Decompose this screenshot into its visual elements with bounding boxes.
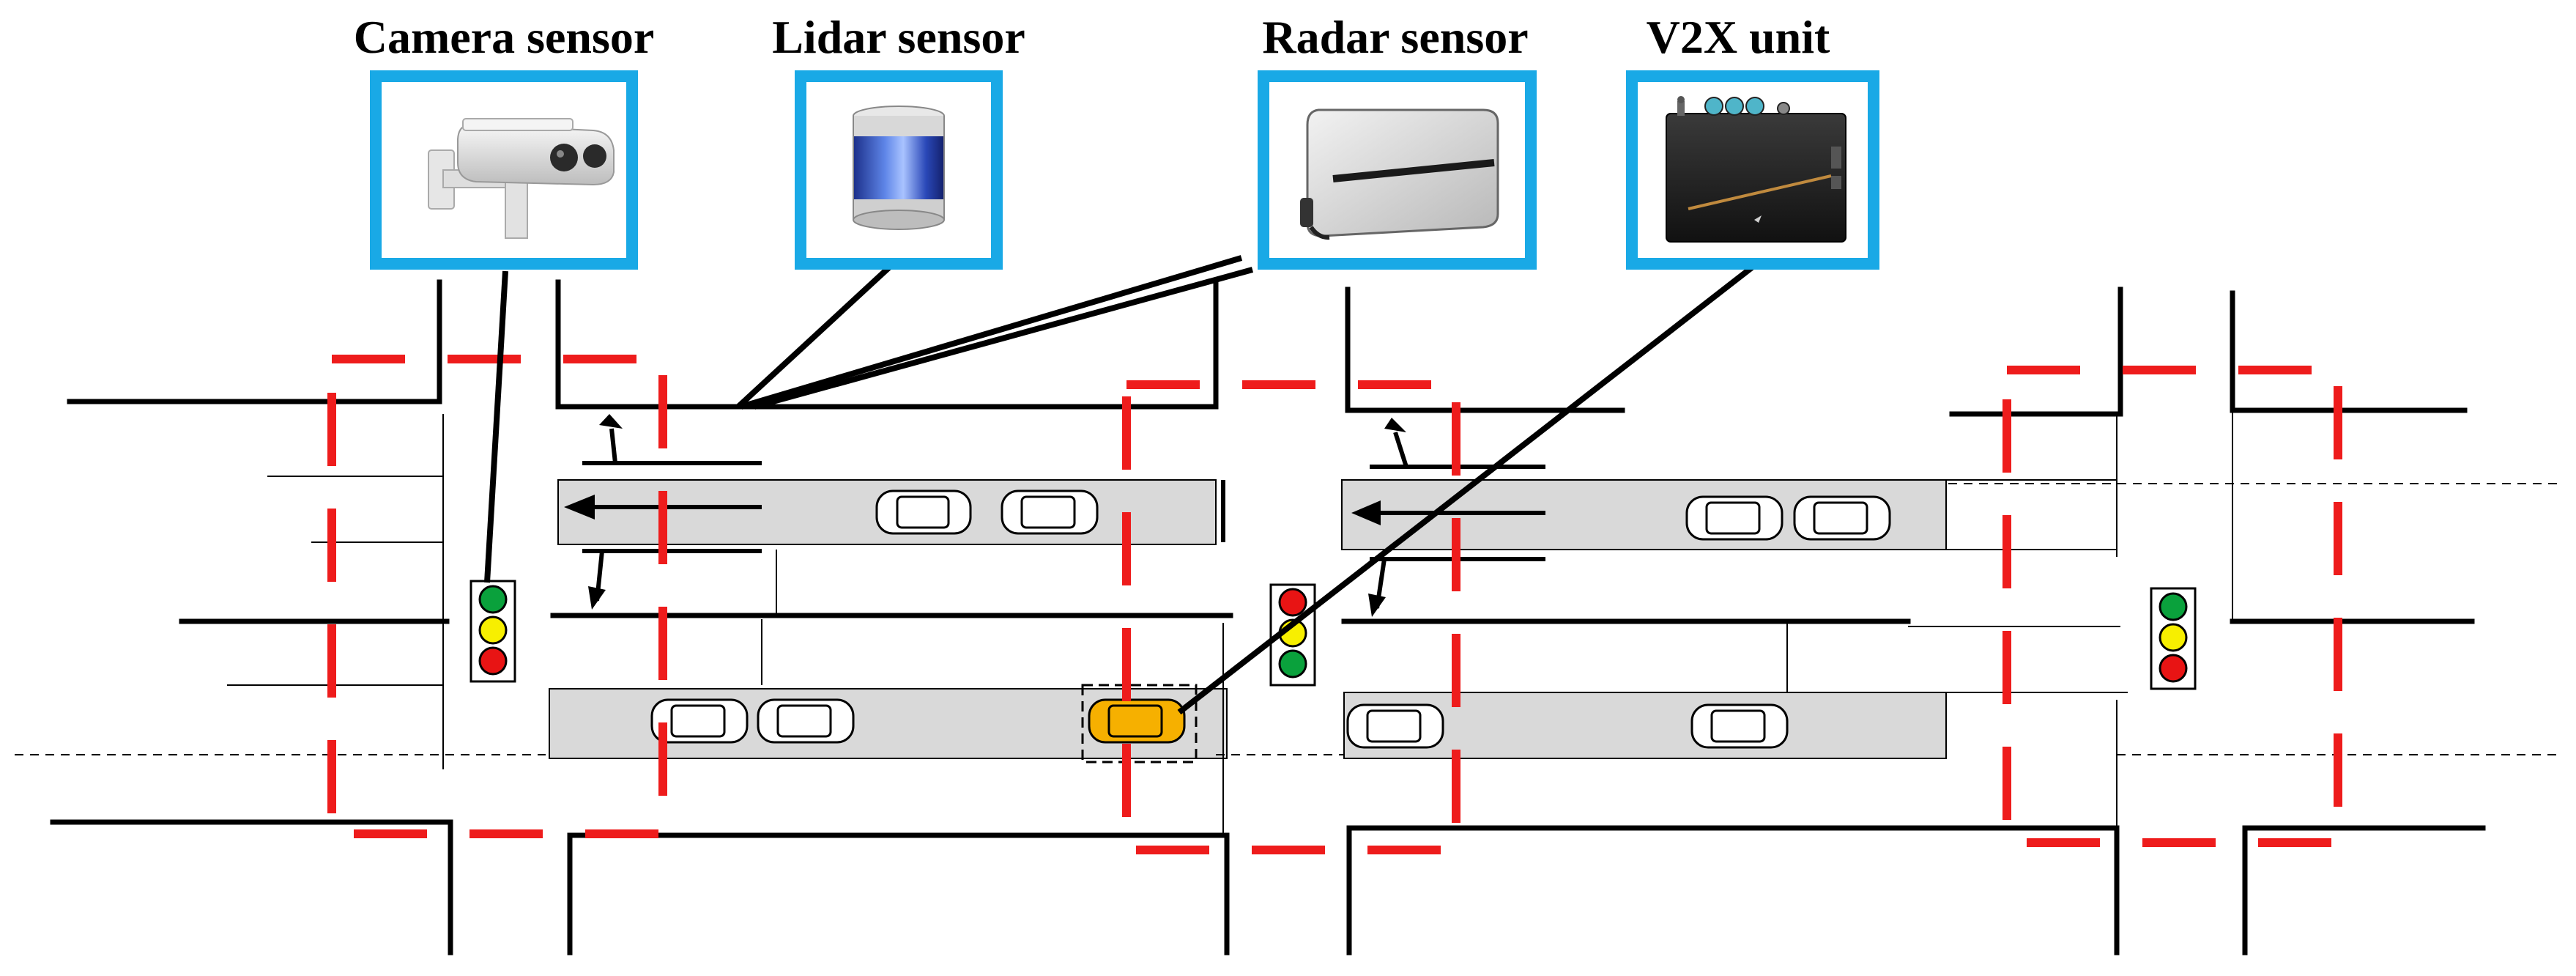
v2x-unit-icon [1666,96,1846,243]
sensor-connectors [484,255,1754,715]
sensing-zone-middle [1122,380,1460,854]
traffic-light-3 [2150,587,2197,690]
light-green [478,585,508,614]
car [1690,703,1789,749]
v2x-unit-panel: V2X unit [1626,11,1879,270]
sensing-zones [327,355,2342,854]
light-red [2159,654,2188,683]
light-green [1278,649,1307,679]
lidar-sensor-label: Lidar sensor [772,11,1025,63]
lane-fill-lower-right [1343,692,1947,759]
radar-icon [1300,108,1499,240]
car [1001,489,1099,535]
lidar-connector [736,256,902,409]
light-red [1278,588,1307,617]
light-yellow [478,615,508,645]
camera-sensor-panel: Camera sensor [354,11,655,270]
traffic-light-2 [1269,583,1316,687]
camera-sensor-label: Camera sensor [354,11,655,63]
light-yellow [2159,623,2188,652]
sensing-zone-right [2002,366,2342,847]
ego-connected-car [1081,684,1198,764]
radar-connector-a [740,255,1243,410]
v2x-unit-label: V2X unit [1647,11,1830,63]
car [757,698,855,744]
radar-sensor-label: Radar sensor [1262,11,1528,63]
camera-icon [428,118,615,239]
v2x-connector [1177,265,1754,715]
car [1346,703,1444,749]
car [875,489,972,535]
light-green [2159,592,2188,621]
lidar-sensor-panel: Lidar sensor [772,11,1025,270]
traffic-light-1 [469,580,516,683]
light-red [478,646,508,676]
camera-connector [484,270,508,583]
car [1685,495,1783,541]
thin-road-lines [227,410,2233,835]
car [1793,495,1891,541]
radar-sensor-panel: Radar sensor [1258,11,1537,270]
lidar-icon [853,106,945,230]
arrow-heads [564,414,1406,617]
radar-connector-b [753,267,1254,410]
car [650,698,749,744]
vehicles [650,489,1891,764]
